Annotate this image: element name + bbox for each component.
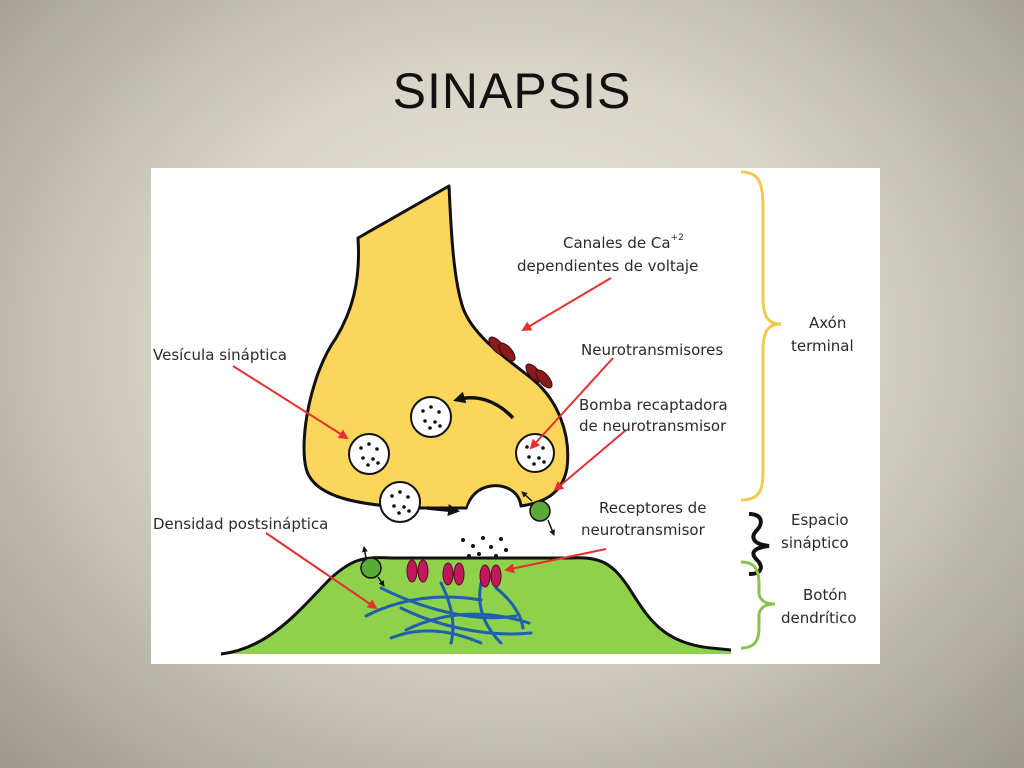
vesicle-pointer-arrow [232, 365, 349, 440]
receptor-pointer-arrow [504, 548, 607, 574]
synapse-diagram: Vesícula sináptica Densidad postsináptic… [153, 170, 857, 656]
calcium-pointer-arrow [521, 277, 612, 332]
recycle-arrow [453, 391, 515, 420]
neurotransmitter-receptor [479, 564, 502, 588]
synaptic-vesicle [348, 433, 390, 475]
synapse-figure: Vesícula sináptica Densidad postsináptic… [151, 168, 880, 664]
label-cleft-line1: Espacio [791, 511, 849, 529]
label-pump-line1: Bomba recaptadora [579, 396, 728, 414]
label-calcium-superscript: +2 [671, 233, 684, 243]
synaptic-vesicle [515, 433, 555, 473]
label-calcium-line1: Canales de Ca [563, 234, 671, 252]
label-receptors-line2: neurotransmisor [581, 521, 706, 539]
label-axon-line1: Axón [809, 314, 846, 332]
label-vesicle: Vesícula sináptica [153, 346, 287, 364]
postsynaptic-pump [360, 546, 385, 587]
dendritic-button-shape [221, 557, 731, 654]
synaptic-cleft-brace [748, 512, 770, 576]
pump-pointer-arrow [553, 429, 627, 492]
label-calcium-line2: dependientes de voltaje [517, 257, 698, 275]
neurotransmitter-pointer-arrow [529, 357, 614, 450]
label-neurotransmitters: Neurotransmisores [581, 341, 723, 359]
label-density: Densidad postsináptica [153, 515, 328, 533]
release-arrow [426, 504, 460, 517]
axon-terminal-brace [740, 170, 782, 502]
label-pump-line2: de neurotransmisor [579, 417, 727, 435]
postsynaptic-density-filaments [364, 581, 533, 645]
dendritic-button-brace [740, 560, 776, 650]
label-cleft-line2: sináptico [781, 534, 849, 552]
label-button-line2: dendrítico [781, 609, 857, 627]
label-axon-line2: terminal [791, 337, 854, 355]
calcium-channel [525, 363, 553, 389]
label-calcium-channels: Canales de Ca+2 [563, 233, 684, 252]
density-pointer-arrow [265, 532, 378, 610]
released-neurotransmitters [461, 536, 508, 558]
slide-title: SINAPSIS [392, 63, 632, 119]
neurotransmitter-receptor [406, 559, 429, 583]
synaptic-vesicle [379, 481, 421, 523]
calcium-channel [488, 336, 516, 362]
exocytosis-pocket [467, 488, 517, 510]
axon-terminal-shape [302, 184, 570, 510]
dendrite-membrane [220, 556, 732, 656]
synaptic-vesicle [410, 396, 452, 438]
reuptake-pump [521, 491, 555, 536]
label-receptors-line1: Receptores de [599, 499, 706, 517]
label-button-line1: Botón [803, 586, 847, 604]
neurotransmitter-receptor [442, 562, 465, 586]
